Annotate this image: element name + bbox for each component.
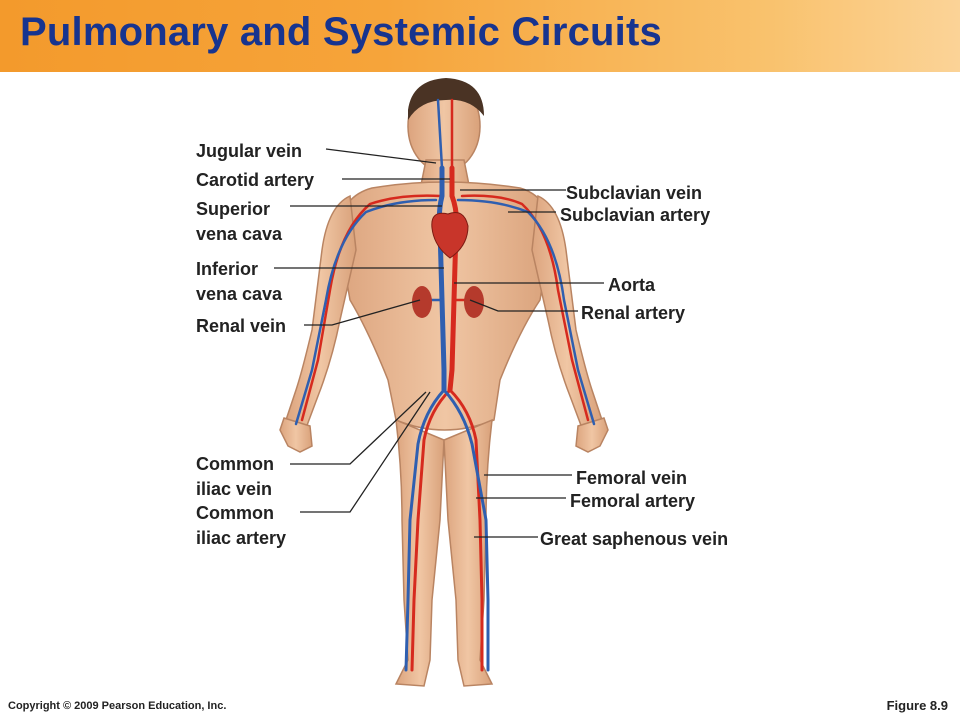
hair: [408, 78, 484, 120]
right-leg: [394, 418, 445, 687]
leg-artery-right: [410, 388, 452, 672]
leader-renal-artery: [469, 299, 578, 312]
label-superior-vena-cava-line1: Superior: [196, 199, 271, 219]
leg-artery-left: [448, 388, 484, 672]
label-inferior-vena-cava-line2: vena cava: [196, 284, 283, 304]
label-common-iliac-artery-line1: Common: [196, 503, 274, 523]
label-femoral-vein: Femoral vein: [576, 468, 688, 488]
label-renal-vein: Renal vein: [196, 316, 287, 336]
title-banner: Pulmonary and Systemic Circuits: [0, 0, 960, 72]
human-body: [279, 79, 609, 687]
label-renal-artery: Renal artery: [581, 303, 686, 323]
figure-number: Figure 8.9: [886, 698, 948, 713]
leader-common-iliac-vein: [290, 391, 427, 465]
label-jugular-vein: Jugular vein: [196, 141, 303, 161]
leader-jugular: [325, 148, 437, 164]
copyright-text: Copyright © 2009 Pearson Education, Inc.: [8, 700, 227, 712]
jugular-vessel: [436, 98, 444, 170]
label-common-iliac-vein-line1: Common: [196, 454, 274, 474]
leg-vein-right: [404, 388, 446, 672]
label-subclavian-vein: Subclavian vein: [566, 183, 703, 203]
left-hand: [575, 417, 609, 453]
right-hand: [279, 417, 313, 453]
label-carotid-artery: Carotid artery: [196, 170, 315, 190]
label-common-iliac-artery-line2: iliac artery: [196, 528, 287, 548]
page-title: Pulmonary and Systemic Circuits: [20, 10, 662, 54]
leader-renal-vein: [304, 299, 421, 326]
heart: [431, 212, 469, 259]
leader-lines: [274, 148, 604, 538]
arm-artery-right: [300, 194, 442, 422]
torso: [337, 181, 553, 431]
label-subclavian-artery: Subclavian artery: [560, 205, 711, 225]
label-femoral-artery: Femoral artery: [570, 491, 696, 511]
label-aorta: Aorta: [608, 275, 656, 295]
vessels: [294, 98, 596, 672]
leg-vein-left: [442, 388, 490, 672]
label-great-saphenous-vein: Great saphenous vein: [540, 529, 729, 549]
circulatory-figure: [274, 78, 609, 687]
arm-vein-left: [456, 198, 596, 426]
kidney-right: [412, 286, 432, 318]
label-inferior-vena-cava-line1: Inferior: [196, 259, 259, 279]
left-leg: [443, 418, 494, 687]
arm-artery-left: [460, 194, 590, 422]
leader-common-iliac-artery: [300, 391, 431, 513]
right-arm: [285, 194, 357, 429]
label-common-iliac-vein-line2: iliac vein: [196, 479, 273, 499]
arm-vein-right: [294, 198, 438, 426]
label-superior-vena-cava-line2: vena cava: [196, 224, 283, 244]
